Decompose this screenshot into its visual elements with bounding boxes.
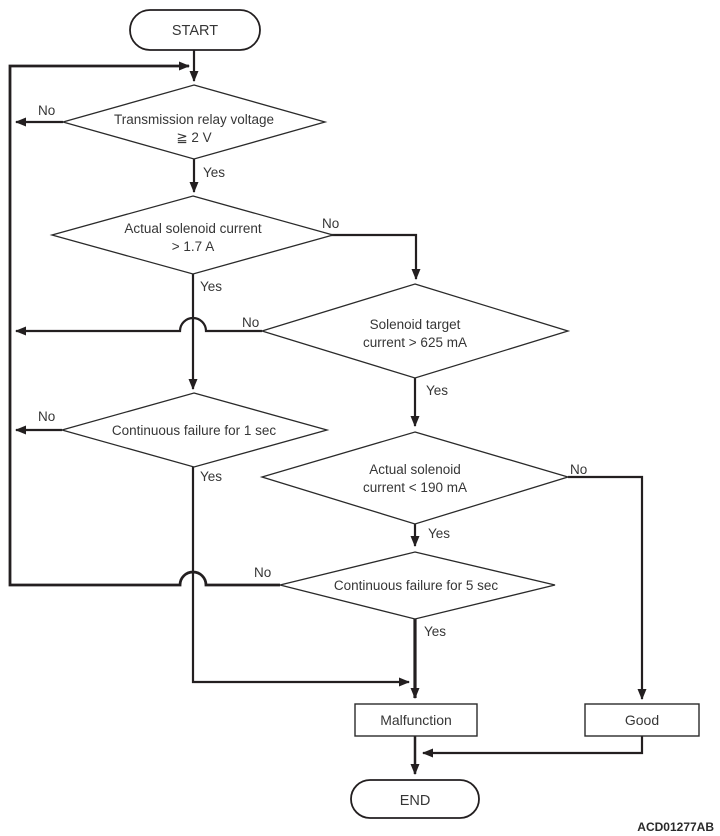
decision-actual-current-high-line2: > 1.7 A xyxy=(172,239,214,254)
decision-actual-current-high: Actual solenoid current > 1.7 A xyxy=(49,195,336,275)
decision-target-current-shape xyxy=(259,283,571,379)
end-label: END xyxy=(400,793,431,809)
end-terminal: END xyxy=(350,779,480,819)
edge-actual-current-high-no xyxy=(331,233,421,280)
edge-good-to-end xyxy=(422,736,644,758)
decision-failure-1sec: Continuous failure for 1 sec xyxy=(59,392,330,468)
branch-yes-target-current: Yes xyxy=(426,383,448,398)
decision-relay-voltage-line2: ≧ 2 V xyxy=(176,130,211,145)
good-box: Good xyxy=(584,703,700,737)
edge-failure-1sec-yes xyxy=(191,467,410,687)
decision-target-current-line1: Solenoid target xyxy=(370,317,461,332)
decision-failure-1sec-line1: Continuous failure for 1 sec xyxy=(112,423,277,438)
branch-no-relay-voltage: No xyxy=(38,103,55,118)
decision-relay-voltage: Transmission relay voltage ≧ 2 V xyxy=(60,84,328,160)
branch-yes-actual-current-high: Yes xyxy=(200,279,222,294)
decision-actual-current-high-shape xyxy=(49,195,336,275)
branch-no-actual-current-low: No xyxy=(570,462,587,477)
end-terminal-shape xyxy=(350,779,480,819)
decision-failure-5sec-shape xyxy=(279,551,556,620)
decision-target-current-line2: current > 625 mA xyxy=(363,335,467,350)
branch-no-failure-1sec: No xyxy=(38,409,55,424)
edge-feedback-rail xyxy=(8,61,280,587)
decision-target-current: Solenoid target current > 625 mA xyxy=(259,283,571,379)
branch-yes-relay-voltage: Yes xyxy=(203,165,225,180)
malfunction-box: Malfunction xyxy=(354,703,478,737)
start-terminal: START xyxy=(129,9,261,51)
decision-failure-1sec-shape xyxy=(59,392,330,468)
decision-relay-voltage-shape xyxy=(60,84,328,160)
start-terminal-shape xyxy=(129,9,261,51)
figure-code: ACD01277AB xyxy=(637,820,714,834)
good-label: Good xyxy=(625,712,659,728)
branch-yes-actual-current-low: Yes xyxy=(428,526,450,541)
branch-no-actual-current-high: No xyxy=(322,216,339,231)
good-box-shape xyxy=(584,703,700,737)
branch-no-target-current: No xyxy=(242,315,259,330)
decision-actual-current-low-line1: Actual solenoid xyxy=(369,462,461,477)
decision-relay-voltage-line1: Transmission relay voltage xyxy=(114,112,274,127)
decision-failure-5sec: Continuous failure for 5 sec xyxy=(279,551,556,620)
start-label: START xyxy=(172,23,218,39)
malfunction-label: Malfunction xyxy=(380,712,452,728)
decision-actual-current-low-line2: current < 190 mA xyxy=(363,480,467,495)
decision-actual-current-low: Actual solenoid current < 190 mA xyxy=(259,431,571,525)
decision-actual-current-low-shape xyxy=(259,431,571,525)
branch-no-failure-5sec: No xyxy=(254,565,271,580)
decision-failure-5sec-line1: Continuous failure for 5 sec xyxy=(334,578,499,593)
edge-target-current-no xyxy=(15,316,262,336)
edge-actual-current-low-no xyxy=(568,475,647,700)
decision-actual-current-high-line1: Actual solenoid current xyxy=(124,221,262,236)
malfunction-box-shape xyxy=(354,703,478,737)
branch-yes-failure-5sec: Yes xyxy=(424,624,446,639)
branch-yes-failure-1sec: Yes xyxy=(200,469,222,484)
